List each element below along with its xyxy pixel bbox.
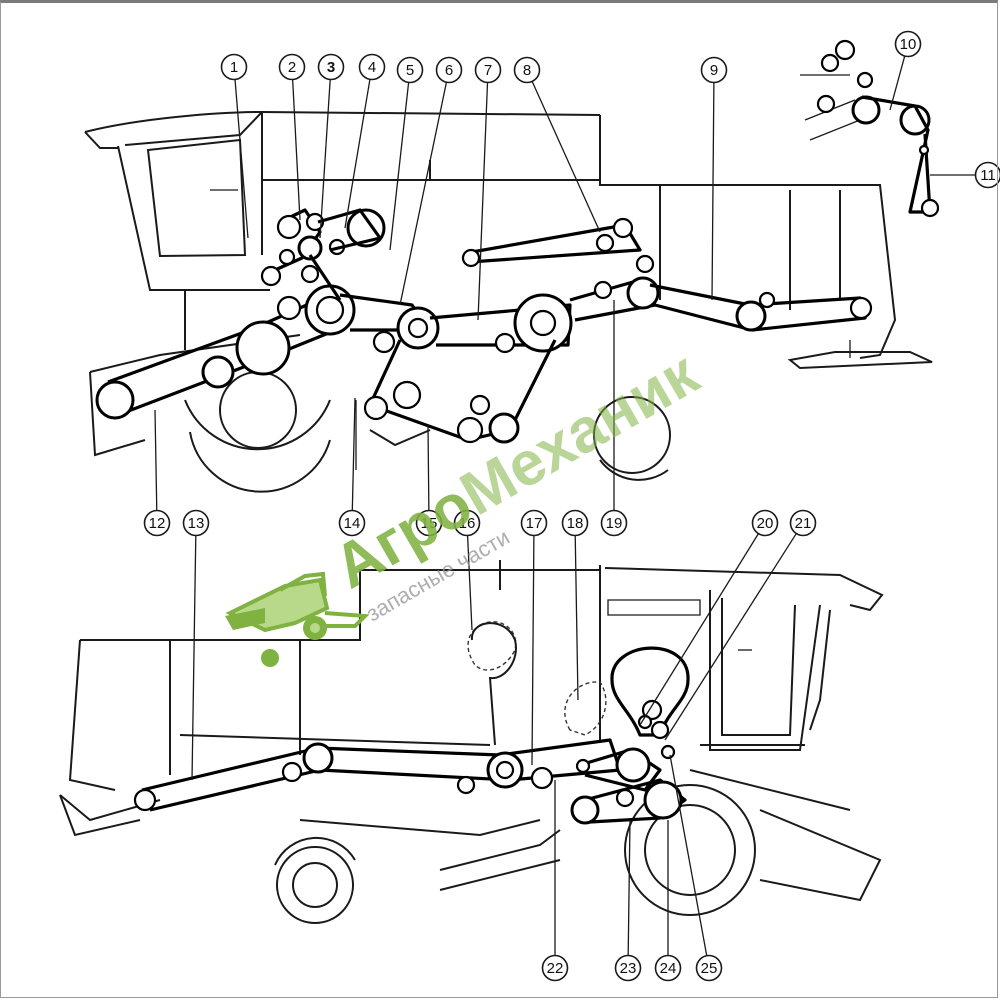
callout-number-21: 21: [795, 515, 812, 532]
callout-number-18: 18: [567, 515, 584, 532]
callout-leader-8: [532, 81, 600, 232]
callout-leader-21: [665, 534, 796, 740]
combine-logo-icon: [225, 574, 365, 667]
callout-number-11: 11: [980, 167, 996, 184]
callout-number-25: 25: [701, 960, 718, 977]
callout-leader-2: [293, 79, 300, 220]
callout-leader-3: [320, 79, 330, 238]
callout-number-6: 6: [445, 62, 453, 79]
callout-number-19: 19: [606, 515, 623, 532]
callout-leader-4: [345, 79, 370, 228]
watermark-brand: АгроМеханик: [323, 338, 711, 602]
callout-leader-1: [235, 79, 248, 238]
callout-number-7: 7: [484, 62, 492, 79]
callout-leader-13: [192, 535, 196, 780]
callout-leader-5: [390, 82, 409, 250]
callout-number-9: 9: [710, 62, 718, 79]
callout-number-12: 12: [149, 515, 166, 532]
watermark: АгроМеханик запасные части: [225, 338, 710, 667]
callout-leader-18: [575, 535, 578, 700]
callout-number-20: 20: [757, 515, 774, 532]
callout-leader-7: [478, 82, 488, 320]
callout-number-8: 8: [523, 62, 531, 79]
callout-leader-12: [155, 410, 157, 511]
callout-number-2: 2: [288, 59, 296, 76]
callout-leader-23: [628, 820, 630, 956]
callout-number-23: 23: [620, 960, 637, 977]
callout-number-5: 5: [406, 62, 414, 79]
upper-belts: [97, 210, 871, 442]
callout-leader-20: [640, 534, 758, 725]
callout-number-1: 1: [230, 59, 238, 76]
callout-number-10: 10: [900, 36, 917, 53]
callout-leader-6: [400, 82, 446, 305]
callout-number-17: 17: [526, 515, 543, 532]
callout-number-13: 13: [188, 515, 205, 532]
callout-number-3: 3: [327, 59, 335, 76]
callout-leader-14: [352, 398, 355, 511]
callout-number-24: 24: [660, 960, 677, 977]
callout-leader-9: [712, 82, 714, 300]
callout-number-22: 22: [547, 960, 564, 977]
inset-detail: [800, 41, 938, 216]
callout-number-4: 4: [368, 59, 376, 76]
